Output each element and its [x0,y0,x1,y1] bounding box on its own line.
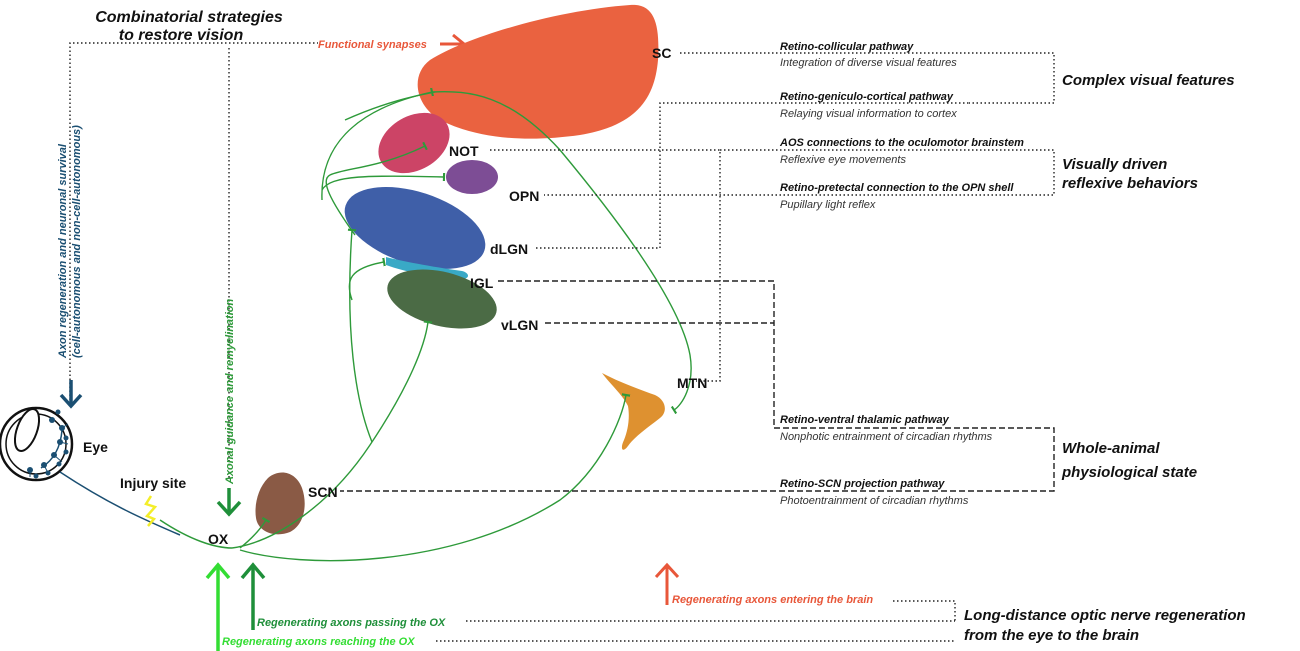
pathway-name: Retino-SCN projection pathway [780,478,945,490]
regen-reaching-arrow-icon [205,562,231,651]
axon-regen-arrow-icon [59,380,83,409]
pathway-function: Photoentrainment of circadian rhythms [780,495,969,507]
dlgn-label: dLGN [490,241,528,257]
mtn-label: MTN [677,375,707,391]
ox-label: OX [208,531,229,547]
sc-label: SC [652,45,671,61]
sc-region [417,4,659,139]
group-long-distance-line-1: Long-distance optic nerve regeneration [964,607,1246,624]
vlgn-region [387,269,497,329]
not-label: NOT [449,143,479,159]
pathway-function: Relaying visual information to cortex [780,108,957,120]
injury-site-label: Injury site [120,475,186,491]
axonal-guidance-label: Axonal guidance and remyelination [224,299,236,485]
group-physio-line-1: Whole-animal [1062,440,1160,457]
title-left-connector [69,42,318,400]
regen-passing-arrow-icon [240,562,266,630]
pathway-name: Retino-collicular pathway [780,41,914,53]
functional-synapses-label: Functional synapses [318,39,427,51]
title-line-1: Combinatorial strategies [95,9,283,26]
eye-label: Eye [83,439,108,455]
igl-label: IGL [470,275,494,291]
group-physio-line-2: physiological state [1061,464,1197,481]
group-reflex-line-2: reflexive behaviors [1062,175,1198,192]
mtn-region [602,373,665,450]
pathway-name: AOS connections to the oculomotor brains… [779,137,1024,149]
pathway-function: Reflexive eye movements [780,154,906,166]
regen-entering-label: Regenerating axons entering the brain [672,594,873,606]
title-line-2: to restore vision [119,27,244,44]
axonal-guidance-arrow-icon [216,488,242,517]
scn-label: SCN [308,484,338,500]
axon-regen-line-1: Axon regeneration and neuronal survival [57,143,69,359]
regen-entering-connector [893,600,956,621]
optic-nerve-proximal [59,471,181,536]
group-long-distance-line-2: from the eye to the brain [964,627,1139,644]
regen-entering-arrow-icon [654,562,680,605]
injury-lightning-icon [144,495,158,527]
dotted-connectors [490,52,1055,382]
group-reflex-line-1: Visually driven [1062,156,1167,173]
regen-passing-label: Regenerating axons passing the OX [257,617,446,629]
optic-nerve-distal [159,519,233,549]
pathway-name: Retino-pretectal connection to the OPN s… [780,182,1014,194]
opn-label: OPN [509,188,539,204]
pathway-function: Nonphotic entrainment of circadian rhyth… [780,431,993,443]
eye-icon [0,406,74,482]
group-complex-visual: Complex visual features [1062,72,1235,89]
pathway-name: Retino-ventral thalamic pathway [780,414,950,426]
retinal-axons [231,87,692,562]
dlgn-region [344,186,486,270]
opn-region [446,160,498,194]
pathway-function: Integration of diverse visual features [780,57,957,69]
axon-regen-line-2: (cell-autonomous and non-cell-autonomous… [71,125,83,358]
dashed-connectors [340,280,1055,492]
vlgn-label: vLGN [501,317,538,333]
pathway-name: Retino-geniculo-cortical pathway [780,91,954,103]
regen-reaching-label: Regenerating axons reaching the OX [222,636,415,648]
pathway-function: Pupillary light reflex [780,199,876,211]
